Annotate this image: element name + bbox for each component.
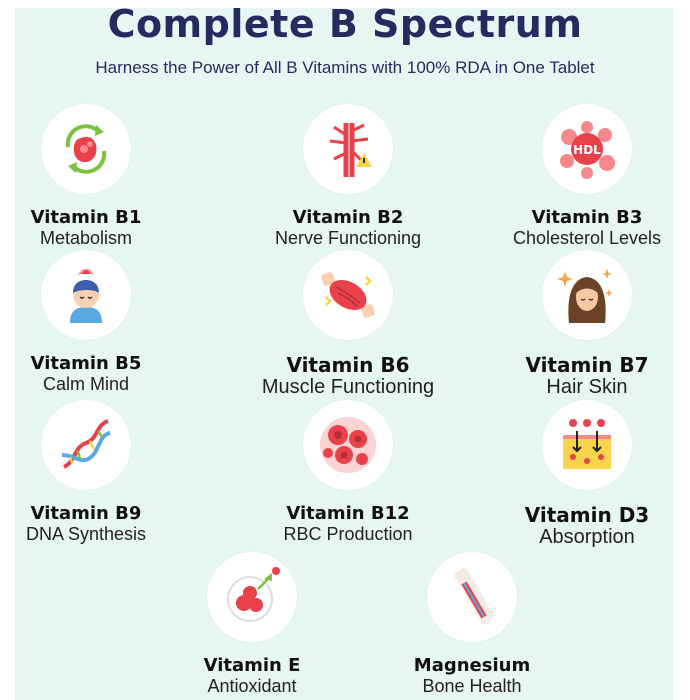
vitamin-name: Vitamin B7 <box>525 353 649 377</box>
page-title: Complete B Spectrum <box>107 2 583 46</box>
vitamin-benefit: Cholesterol Levels <box>512 228 662 248</box>
icon-circle <box>41 250 131 340</box>
muscle-icon <box>321 272 375 318</box>
antioxidant-icon <box>227 567 280 622</box>
vitamin-name: Magnesium <box>413 655 531 676</box>
icon-circle <box>303 104 393 194</box>
vitamin-benefit: Bone Health <box>422 676 522 696</box>
vitamin-card-b2: Vitamin B2 Nerve Functioning <box>243 104 453 249</box>
vitamin-card-magnesium: Magnesium Bone Health <box>367 552 577 697</box>
icon-circle <box>207 552 297 642</box>
hair-skin-icon <box>557 269 613 323</box>
vitamin-card-b9: Vitamin B9 DNA Synthesis <box>0 400 191 545</box>
vitamin-name: Vitamin B3 <box>531 207 643 228</box>
vitamin-benefit: Calm Mind <box>42 374 130 394</box>
icon-circle: HDL <box>542 104 632 194</box>
icon-circle <box>427 552 517 642</box>
calm-mind-icon <box>70 269 102 323</box>
vitamin-name: Vitamin B6 <box>286 353 410 377</box>
vitamin-benefit: Muscle Functioning <box>261 376 435 398</box>
metabolism-organ-icon <box>65 124 107 174</box>
vitamin-name: Vitamin E <box>203 655 301 676</box>
dna-icon <box>61 419 111 469</box>
vitamin-card-e: Vitamin E Antioxidant <box>147 552 357 697</box>
icon-circle <box>542 400 632 490</box>
vitamin-name: Vitamin B5 <box>30 353 142 374</box>
vitamin-benefit: Nerve Functioning <box>274 228 422 248</box>
absorption-icon <box>563 419 611 469</box>
vitamin-card-b6: Vitamin B6 Muscle Functioning <box>243 250 453 399</box>
vitamin-name: Vitamin B2 <box>292 207 404 228</box>
vitamin-card-d3: Vitamin D3 Absorption <box>482 400 690 549</box>
vitamin-name: Vitamin B12 <box>286 503 410 524</box>
vitamin-name: Vitamin B9 <box>30 503 142 524</box>
vitamin-card-b12: Vitamin B12 RBC Production <box>243 400 453 545</box>
red-blood-cells-icon <box>320 417 376 473</box>
vitamin-benefit: Antioxidant <box>207 676 297 696</box>
icon-circle <box>41 400 131 490</box>
vitamin-benefit: Metabolism <box>39 228 133 248</box>
svg-text:HDL: HDL <box>573 143 601 157</box>
vitamin-name: Vitamin B1 <box>30 207 142 228</box>
icon-circle <box>542 250 632 340</box>
vitamin-benefit: Absorption <box>539 526 635 548</box>
icon-circle <box>303 250 393 340</box>
icon-circle <box>41 104 131 194</box>
vitamin-benefit: RBC Production <box>283 524 413 544</box>
vitamin-benefit: DNA Synthesis <box>25 524 147 544</box>
vitamin-benefit: Hair Skin <box>546 376 628 398</box>
page-subtitle: Harness the Power of All B Vitamins with… <box>95 58 595 77</box>
bone-icon <box>454 568 494 625</box>
vitamin-card-b5: Vitamin B5 Calm Mind <box>0 250 191 395</box>
icon-circle <box>303 400 393 490</box>
hdl-cholesterol-icon: HDL <box>560 121 615 179</box>
vitamin-name: Vitamin D3 <box>524 503 650 527</box>
vitamin-card-b3: HDL Vitamin B3 Cholesterol Levels <box>482 104 690 249</box>
vitamin-card-b1: Vitamin B1 Metabolism <box>0 104 191 249</box>
vitamin-card-b7: Vitamin B7 Hair Skin <box>482 250 690 399</box>
nerve-icon <box>329 123 372 177</box>
